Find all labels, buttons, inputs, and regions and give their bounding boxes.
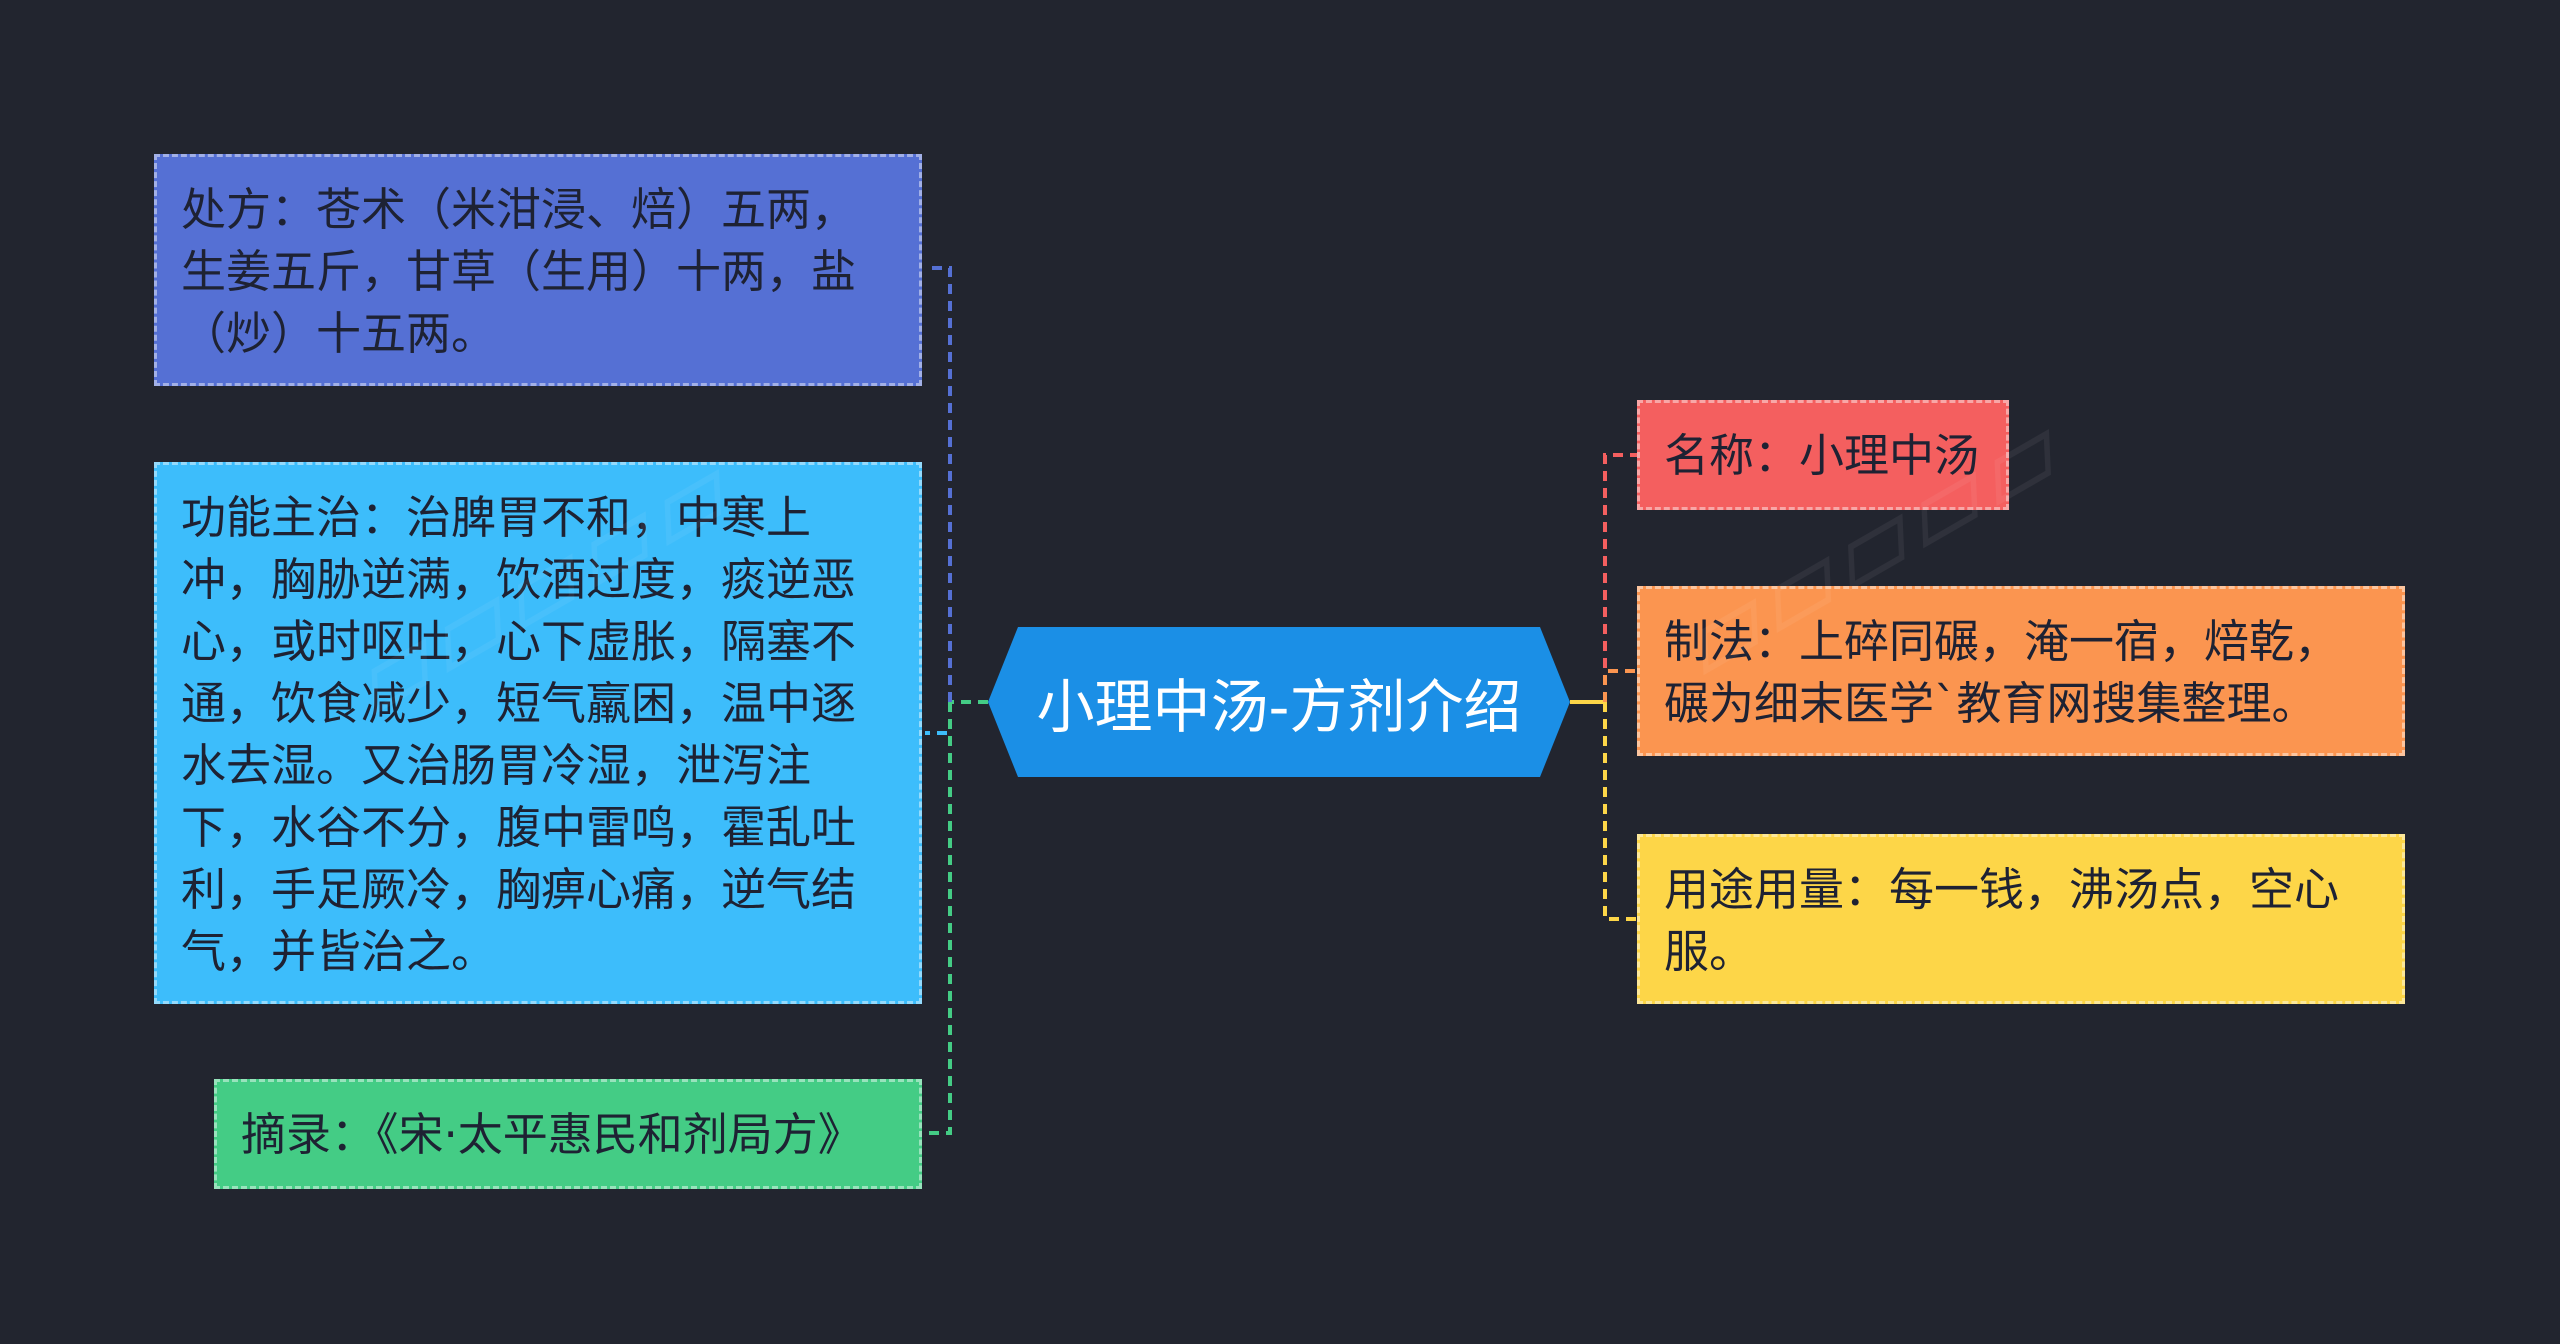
link-prescription (925, 266, 952, 702)
link-usage (1603, 702, 1637, 921)
node-indications[interactable]: 功能主治：治脾胃不和，中寒上冲，胸胁逆满，饮酒过度，痰逆恶心，或时呕吐，心下虚胀… (154, 462, 922, 1004)
central-topic[interactable]: 小理中汤-方剂介绍 (988, 627, 1570, 777)
central-topic-shape (988, 627, 1570, 777)
link-preparation (1603, 669, 1637, 702)
node-source[interactable]: 摘录：《宋·太平惠民和剂局方》 (214, 1079, 922, 1189)
link-name (1603, 453, 1637, 702)
central-topic-label: 小理中汤-方剂介绍 (1036, 673, 1522, 741)
node-usage[interactable]: 用途用量：每一钱，沸汤点，空心服。 (1637, 834, 2405, 1004)
link-source (925, 702, 952, 1135)
link-indications (925, 702, 952, 735)
node-name[interactable]: 名称：小理中汤 (1637, 400, 2009, 510)
node-preparation[interactable]: 制法：上碎同碾，淹一宿，焙乾，碾为细末医学`教育网搜集整理。 (1637, 586, 2405, 756)
node-prescription[interactable]: 处方：苍术（米泔浸、焙）五两，生姜五斤，甘草（生用）十两，盐（炒）十五两。 (154, 154, 922, 386)
